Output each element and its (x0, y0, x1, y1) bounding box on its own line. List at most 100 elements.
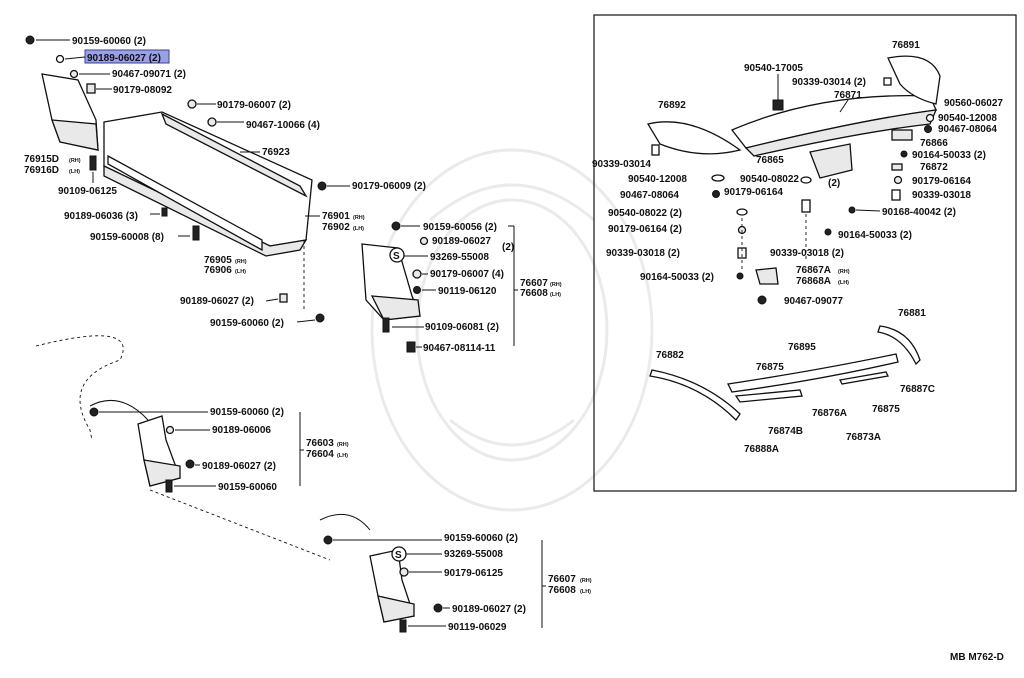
part-label[interactable]: 90159-60060 (218, 482, 277, 493)
trim-strip-part[interactable] (649, 325, 921, 422)
lower-rail-part[interactable] (107, 154, 263, 252)
part-label[interactable]: 90164-50033 (2) (912, 150, 986, 161)
part-label[interactable]: 90159-60060 (2) (210, 407, 284, 418)
part-label[interactable]: 90159-60060 (2) (444, 533, 518, 544)
part-label[interactable]: 76873A (846, 432, 881, 443)
clip-icon[interactable] (412, 269, 422, 279)
part-label[interactable]: 90179-06125 (444, 568, 503, 579)
part-label[interactable]: 90540-08022 (740, 174, 799, 185)
part-label[interactable]: 93269-55008 (444, 549, 503, 560)
spoiler-bracket-part[interactable] (809, 143, 853, 179)
part-label[interactable]: 90467-08114-11 (423, 343, 496, 354)
part-label[interactable]: 90159-60060 (2) (72, 36, 146, 47)
part-label[interactable]: 90179-06164 (2) (608, 224, 682, 235)
part-label[interactable]: 76876A (812, 408, 847, 419)
clip-icon[interactable] (207, 117, 217, 127)
part-label[interactable]: 90560-06027 (944, 98, 1003, 109)
part-label[interactable]: 90164-50033 (2) (838, 230, 912, 241)
nut-icon[interactable] (893, 175, 903, 185)
clip-icon[interactable] (279, 293, 288, 303)
part-label[interactable]: 76895 (788, 342, 816, 353)
part-label[interactable]: 90467-08064 (938, 124, 997, 135)
part-label[interactable]: 90119-06029 (448, 622, 507, 633)
part-label[interactable]: 93269-55008 (430, 252, 489, 263)
part-label[interactable]: 90179-08092 (113, 85, 172, 96)
part-label[interactable]: 90339-03018 (2) (770, 248, 844, 259)
part-label[interactable]: 90179-06164 (724, 187, 783, 198)
part-label[interactable]: 76871 (834, 90, 862, 101)
part-label[interactable]: 76887C (900, 384, 935, 395)
washer-icon[interactable] (925, 113, 935, 123)
part-label[interactable]: 90467-10066 (4) (246, 120, 320, 131)
part-label[interactable]: 90189-06006 (212, 425, 271, 436)
clip-icon[interactable] (413, 286, 421, 294)
bolt-icon[interactable] (848, 206, 856, 214)
part-label[interactable]: 90339-03014 (592, 159, 651, 170)
grommet-icon[interactable] (651, 144, 660, 156)
part-label[interactable]: 90540-08022 (2) (608, 208, 682, 219)
part-label[interactable]: 76604 (306, 449, 334, 460)
clip-icon[interactable] (900, 150, 908, 158)
part-label[interactable]: 76874B (768, 426, 803, 437)
bracket-icon[interactable] (891, 129, 913, 141)
part-label[interactable]: 90540-17005 (744, 63, 803, 74)
part-label[interactable]: 90109-06081 (2) (425, 322, 499, 333)
part-label[interactable]: 90189-06027 (2) (452, 604, 526, 615)
part-label[interactable]: 76607 (520, 278, 548, 289)
part-label[interactable]: 76865 (756, 155, 784, 166)
bolt-icon[interactable] (25, 35, 35, 45)
clip-icon[interactable] (736, 272, 744, 280)
part-label[interactable]: 76888A (744, 444, 779, 455)
bracket-icon[interactable] (755, 267, 779, 285)
part-label[interactable]: 90467-09071 (2) (112, 69, 186, 80)
part-label[interactable]: 90189-06027 (2) (202, 461, 276, 472)
part-label[interactable]: 90189-06036 (3) (64, 211, 138, 222)
rocker-panel-part[interactable] (103, 111, 313, 257)
part-label[interactable]: 76923 (262, 147, 290, 158)
clip-icon[interactable] (187, 99, 197, 109)
part-label[interactable]: 76882 (656, 350, 684, 361)
screw-icon[interactable] (165, 479, 173, 493)
bolt-icon[interactable] (89, 155, 97, 171)
clip-icon[interactable] (891, 163, 903, 171)
clip-icon[interactable] (824, 228, 832, 236)
rear-flap-part[interactable] (361, 243, 421, 321)
part-label[interactable]: 90168-40042 (2) (882, 207, 956, 218)
part-label[interactable]: 76901 (322, 211, 350, 222)
part-label[interactable]: 90189-06027 (2) (180, 296, 254, 307)
part-label[interactable]: 90109-06125 (58, 186, 117, 197)
spoiler-end-right-part[interactable] (887, 55, 941, 105)
part-label[interactable]: 76905 (204, 255, 232, 266)
nut-icon[interactable] (406, 341, 416, 353)
part-label[interactable]: 90119-06120 (438, 286, 497, 297)
part-label[interactable]: 90540-12008 (628, 174, 687, 185)
part-label[interactable]: 76603 (306, 438, 334, 449)
part-label[interactable]: 76872 (920, 162, 948, 173)
highlighted-part-label[interactable]: 90189-06027 (2) (87, 53, 161, 64)
washer-icon[interactable] (736, 208, 748, 216)
clip-icon[interactable] (165, 425, 175, 435)
part-label[interactable]: 76868A (796, 276, 831, 287)
screw-icon[interactable] (399, 619, 407, 633)
part-label[interactable]: 90467-09077 (784, 296, 843, 307)
part-label[interactable]: 90179-06164 (912, 176, 971, 187)
clip-icon[interactable] (391, 221, 401, 231)
clip-icon[interactable] (419, 236, 429, 246)
part-label[interactable]: 90339-03018 (912, 190, 971, 201)
screw-icon[interactable] (192, 225, 200, 241)
clip-icon[interactable] (69, 69, 79, 79)
part-label[interactable]: 76915D (24, 154, 59, 165)
bolt-icon[interactable] (323, 535, 333, 545)
clip-icon[interactable] (317, 181, 327, 191)
clip-icon[interactable] (399, 567, 409, 577)
grommet-icon[interactable] (772, 99, 784, 111)
bolt-icon[interactable] (161, 207, 168, 217)
bolt-icon[interactable] (89, 407, 99, 417)
bolt-icon[interactable] (315, 313, 325, 323)
part-label[interactable]: 76906 (204, 265, 232, 276)
part-label[interactable]: 76875 (872, 404, 900, 415)
nut-icon[interactable] (757, 295, 767, 305)
grommet-icon[interactable] (801, 199, 811, 213)
clip-icon[interactable] (86, 83, 96, 94)
part-label[interactable]: 76892 (658, 100, 686, 111)
